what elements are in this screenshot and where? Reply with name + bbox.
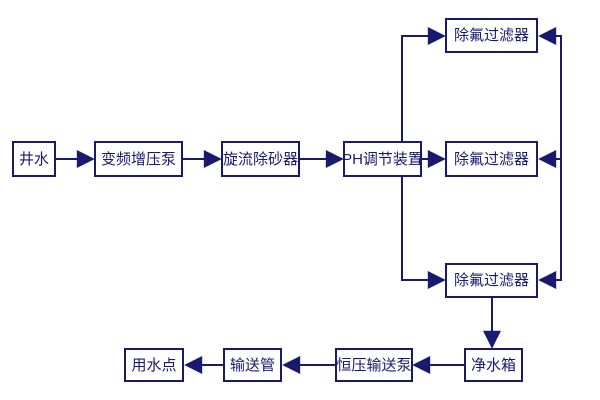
node-fluoride-filter-bottom: 除氟过滤器 xyxy=(445,263,538,298)
node-clean-water-tank-label: 净水箱 xyxy=(470,356,516,374)
node-well-water-label: 井水 xyxy=(18,150,49,168)
node-water-use-point: 用水点 xyxy=(124,348,184,382)
node-fluoride-filter-middle-label: 除氟过滤器 xyxy=(453,150,529,168)
node-variable-frequency-booster-pump: 变频增压泵 xyxy=(94,141,183,177)
node-cyclone-desander: 旋流除砂器 xyxy=(221,141,300,177)
node-constant-pressure-delivery-pump: 恒压输送泵 xyxy=(335,348,413,382)
node-fluoride-filter-top: 除氟过滤器 xyxy=(445,18,538,53)
node-delivery-pipe-label: 输送管 xyxy=(229,356,275,374)
node-ph-adjustment-device-label: PH调节装置 xyxy=(342,150,423,168)
edge-ph-to-filter-top xyxy=(401,27,446,141)
node-clean-water-tank: 净水箱 xyxy=(464,348,523,382)
node-water-use-point-label: 用水点 xyxy=(131,356,177,374)
node-ph-adjustment-device: PH调节装置 xyxy=(342,141,423,177)
node-variable-frequency-booster-pump-label: 变频增压泵 xyxy=(100,150,176,168)
node-fluoride-filter-bottom-label: 除氟过滤器 xyxy=(453,272,529,289)
node-fluoride-filter-middle: 除氟过滤器 xyxy=(445,141,538,177)
node-well-water: 井水 xyxy=(12,141,56,177)
edge-ph-to-filter-bottom xyxy=(401,177,446,289)
node-delivery-pipe: 输送管 xyxy=(223,348,282,382)
node-constant-pressure-delivery-pump-label: 恒压输送泵 xyxy=(336,356,412,374)
node-fluoride-filter-top-label: 除氟过滤器 xyxy=(453,27,529,44)
node-cyclone-desander-label: 旋流除砂器 xyxy=(223,150,299,168)
